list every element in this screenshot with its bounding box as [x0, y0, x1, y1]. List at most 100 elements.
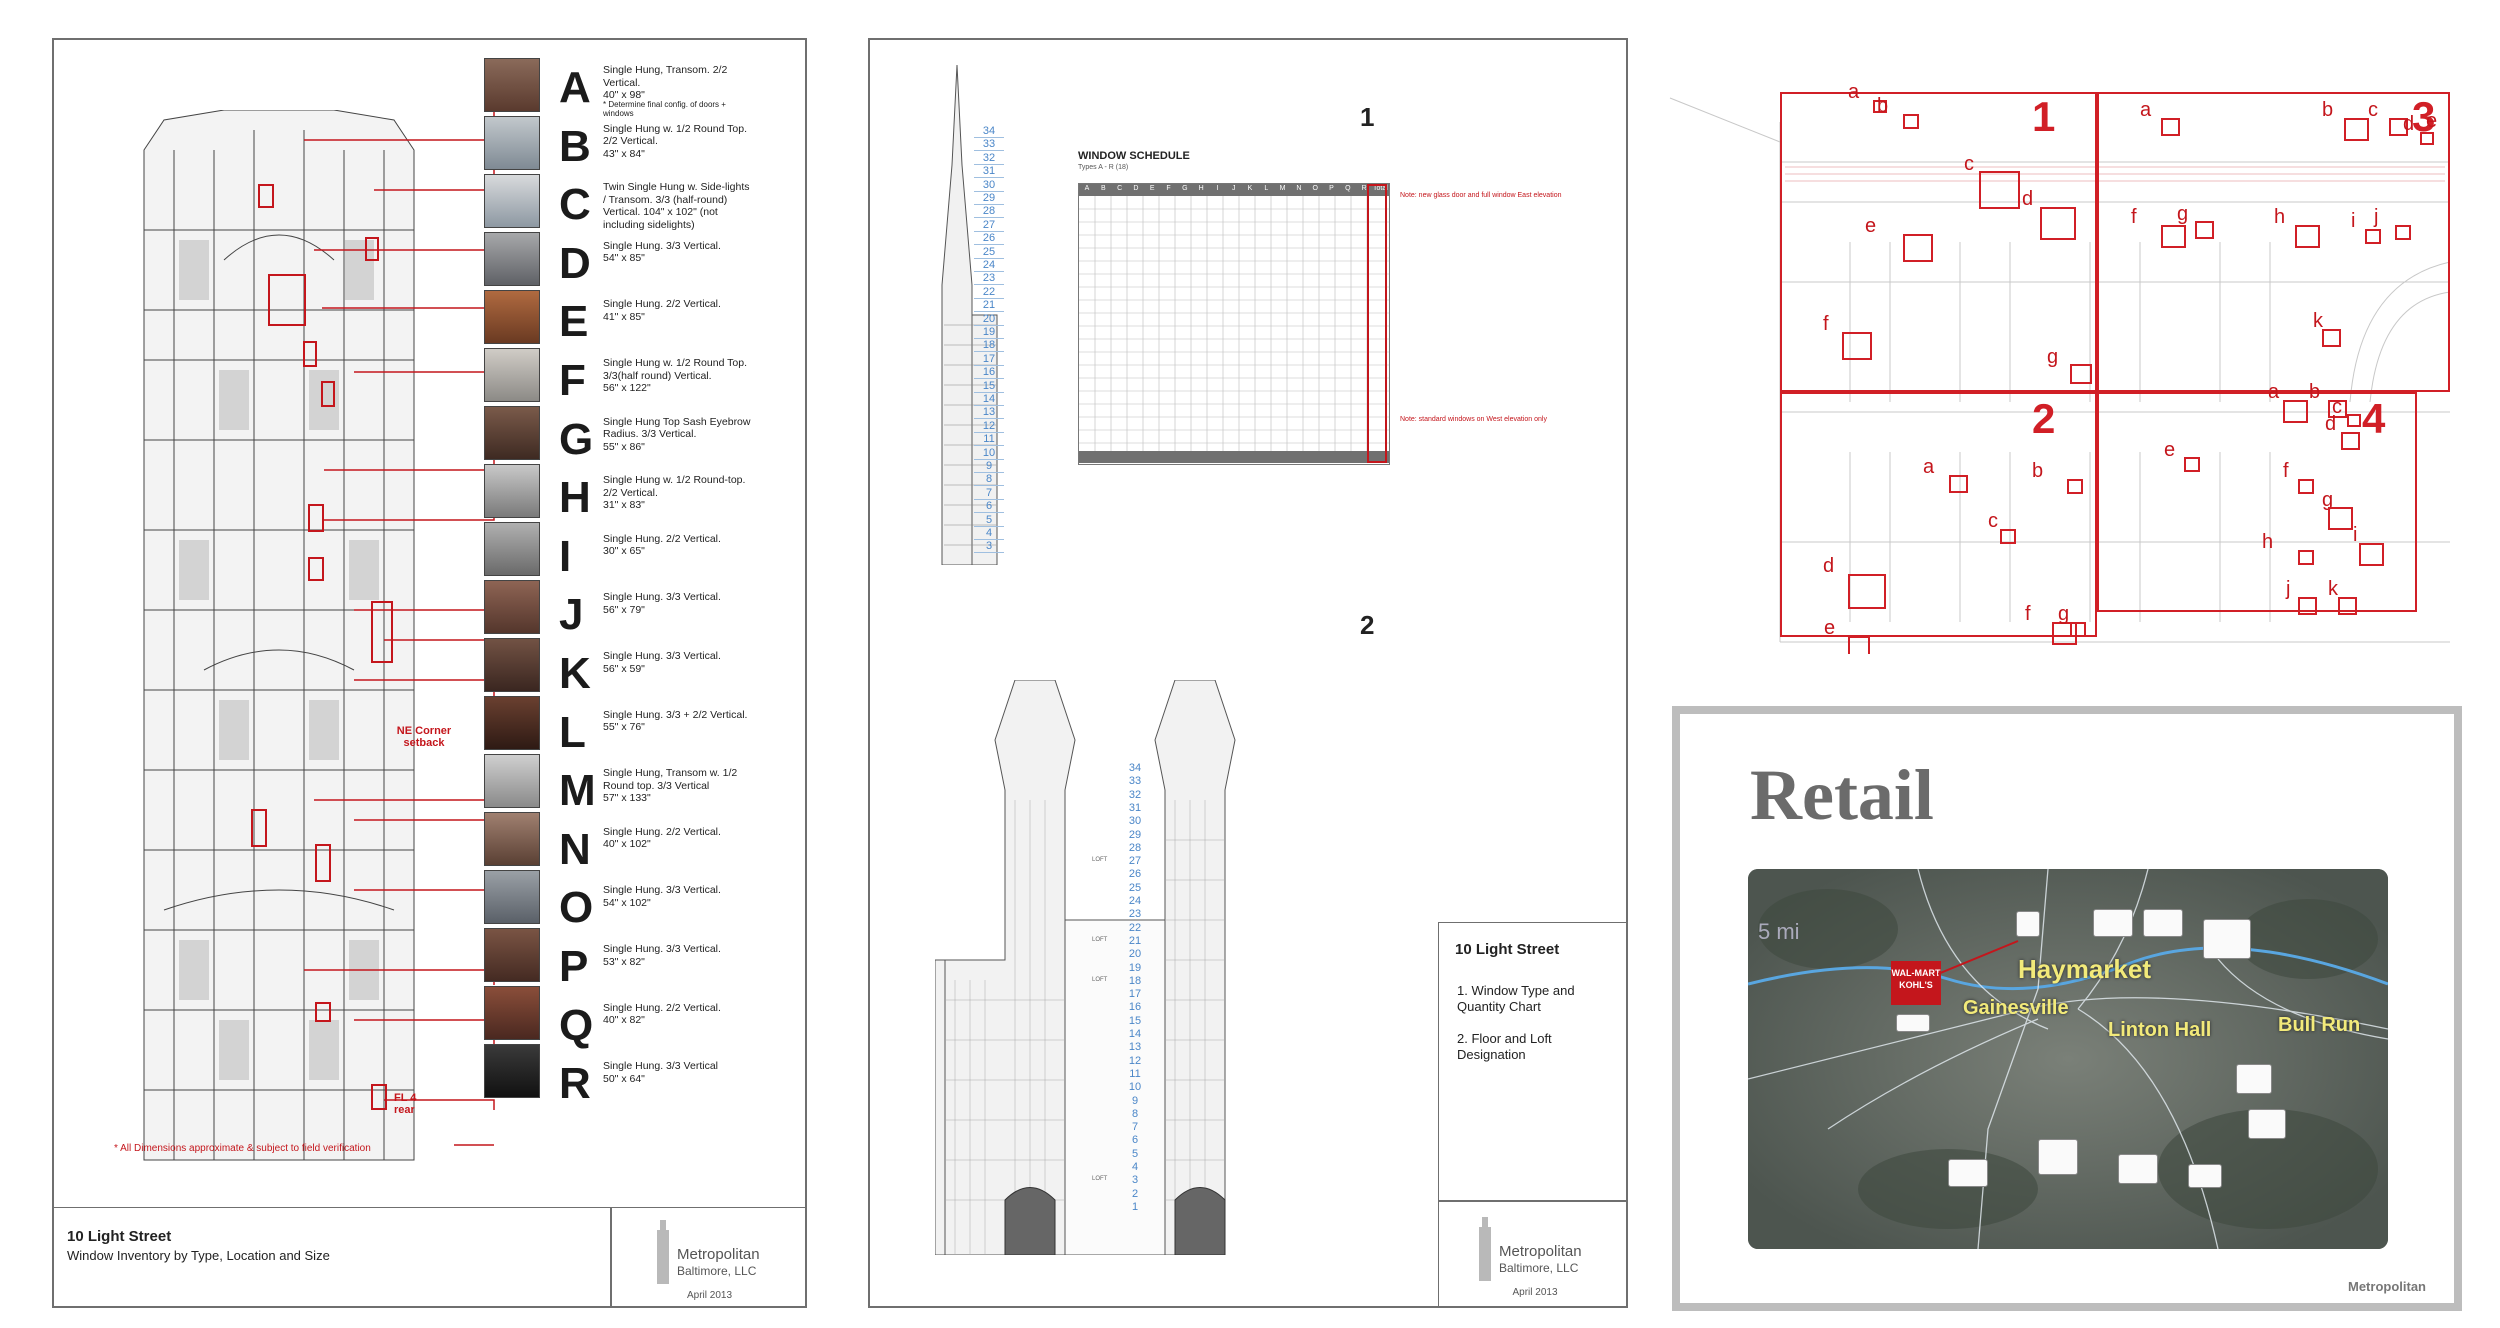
retail-sheet: Retail 5 mi Hayma	[1672, 706, 2462, 1311]
zone2-window-label: d	[1823, 555, 1835, 577]
loft-label: LOFT	[1092, 936, 1108, 943]
building-elevation-drawing	[143, 110, 415, 1161]
zone2-window-marker	[2052, 622, 2077, 645]
schedule-col-header: A	[1084, 185, 1090, 192]
lower-level-label: 7	[1131, 1121, 1139, 1134]
zone2-window-marker	[2070, 622, 2086, 637]
lower-level-label: 2	[1131, 1187, 1139, 1200]
store-logo-9	[2038, 1139, 2078, 1175]
schedule-col-header: K	[1247, 185, 1253, 192]
schedule-col-header: J	[1231, 185, 1236, 192]
lower-level-label: 23	[1128, 908, 1142, 921]
sheet2-item-2: 2. Floor and Loft Designation	[1457, 1031, 1552, 1062]
window-letter: M	[559, 766, 596, 816]
zone4-window-marker	[2283, 400, 2308, 423]
lower-level-label: 31	[1128, 801, 1142, 814]
zone-3	[2097, 92, 2450, 392]
lower-level-label: 16	[1128, 1001, 1142, 1014]
schedule-col-header: P	[1329, 185, 1334, 192]
upper-level-label: 31	[974, 165, 1004, 179]
zone1-window-label: f	[1823, 313, 1829, 335]
upper-level-label: 7	[974, 487, 1004, 500]
window-letter: F	[559, 356, 586, 405]
schedule-note-top: Note: new glass door and full window Eas…	[1400, 192, 1562, 199]
metropolitan-logo-icon	[657, 1220, 669, 1284]
loft-label: LOFT	[1092, 857, 1108, 864]
window-description: Single Hung. 3/3 Vertical. 56" x 59"	[603, 650, 721, 675]
window-description: Single Hung. 3/3 Vertical. 53" x 82"	[603, 943, 721, 968]
zone4-window-marker	[2341, 432, 2360, 450]
zone4-window-label: h	[2262, 531, 2274, 553]
upper-level-label: 30	[974, 179, 1004, 192]
lower-level-label: 1	[1131, 1200, 1139, 1213]
upper-level-label: 34	[974, 125, 1004, 138]
lower-level-label: 30	[1128, 815, 1142, 828]
upper-level-label: 9	[974, 460, 1004, 473]
zone3-window-label: e	[2426, 110, 2438, 132]
zone2-window-label: e	[1824, 617, 1836, 639]
schedule-col-header: Total	[1372, 185, 1388, 192]
window-description: Single Hung w. 1/2 Round Top. 3/3(half r…	[603, 357, 747, 394]
upper-level-label: 26	[974, 232, 1004, 246]
window-letter: Q	[559, 1000, 594, 1050]
retail-brand: Metropolitan	[2348, 1279, 2426, 1294]
window-letter: A	[559, 63, 591, 112]
window-letter: G	[559, 414, 594, 464]
window-photo-i	[484, 522, 540, 576]
zone2-window-marker	[2000, 529, 2016, 544]
schedule-title: WINDOW SCHEDULE	[1078, 150, 1190, 162]
window-photo-p	[484, 928, 540, 982]
fl4-label: FL 4 rear	[394, 1092, 417, 1116]
map-roads	[1748, 869, 2388, 1249]
zone4-window-marker	[2298, 479, 2314, 494]
zone3-window-label: d	[2403, 113, 2415, 135]
schedule-col-header: Q	[1345, 185, 1351, 192]
lower-level-label: 29	[1128, 828, 1142, 841]
window-description: Single Hung Top Sash Eyebrow Radius. 3/3…	[603, 415, 751, 453]
lower-level-label: 3	[1131, 1174, 1139, 1187]
schedule-col-header: G	[1182, 185, 1188, 192]
window-letter: C	[559, 180, 591, 230]
schedule-col-header: H	[1198, 185, 1204, 192]
zone1-window-label: e	[1865, 215, 1877, 237]
window-description: Single Hung w. 1/2 Round-top. 2/2 Vertic…	[603, 474, 746, 512]
upper-level-label: 15	[974, 380, 1004, 393]
zone3-window-marker	[2344, 118, 2369, 141]
zone4-window-label: f	[2283, 460, 2289, 482]
zone-4	[2097, 392, 2417, 612]
lower-level-label: 34	[1128, 762, 1142, 774]
lower-level-label: 17	[1128, 988, 1142, 1001]
zone4-window-label: k	[2328, 578, 2338, 600]
upper-level-label: 13	[974, 406, 1004, 420]
window-photo-d	[484, 232, 540, 286]
sheet2-logo-name: Metropolitan	[1499, 1243, 1582, 1260]
window-photo-a	[484, 58, 540, 112]
zone1-window-label: b	[1877, 95, 1889, 117]
sheet-date: April 2013	[686, 1290, 733, 1301]
window-photo-j	[484, 580, 540, 634]
zone1-window-marker	[1873, 100, 1887, 113]
title-block: 10 Light Street Window Inventory by Type…	[54, 1207, 612, 1306]
zone1-window-label: g	[2047, 346, 2059, 368]
upper-section-drawing	[941, 65, 998, 565]
schedule-note-bottom: Note: standard windows on West elevation…	[1400, 416, 1547, 423]
store-logo-7	[2188, 1164, 2222, 1188]
zone1-window-label: d	[2022, 188, 2034, 210]
store-logo-3	[2143, 909, 2183, 937]
upper-level-label: 5	[974, 514, 1004, 527]
retail-callout-box: WAL-MART KOHL'S	[1891, 961, 1941, 1005]
window-photo-column	[484, 58, 544, 1098]
upper-level-label: 23	[974, 272, 1004, 286]
upper-level-label: 25	[974, 246, 1004, 259]
zone4-window-label: e	[2164, 439, 2176, 461]
zone3-window-marker	[2161, 225, 2186, 248]
